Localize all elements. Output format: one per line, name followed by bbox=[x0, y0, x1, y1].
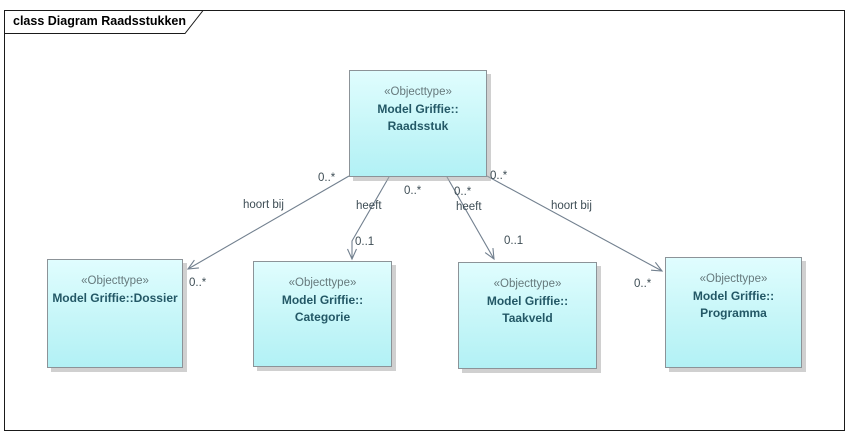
node-taakveld[interactable]: «Objecttype» Model Griffie:: Taakveld bbox=[458, 262, 597, 369]
multiplicity-label: 0..* bbox=[404, 185, 422, 197]
node-name-line1: Model Griffie:: bbox=[281, 293, 364, 307]
node-name-line2: Taakveld bbox=[502, 311, 553, 325]
edge-raadsstuk-programma[interactable] bbox=[486, 175, 664, 272]
multiplicity-label: 0..* bbox=[454, 186, 472, 198]
multiplicity-label: 0..1 bbox=[355, 236, 375, 248]
edge-label-heeft-taakveld: heeft bbox=[456, 201, 482, 213]
node-stereotype: «Objecttype» bbox=[81, 275, 149, 287]
multiplicity-label: 0..* bbox=[634, 278, 652, 290]
edge-raadsstuk-dossier[interactable] bbox=[186, 175, 350, 270]
node-name-line2: Categorie bbox=[294, 310, 351, 324]
node-stereotype: «Objecttype» bbox=[384, 86, 452, 98]
node-dossier[interactable]: «Objecttype» Model Griffie::Dossier bbox=[47, 259, 183, 368]
node-categorie[interactable]: «Objecttype» Model Griffie:: Categorie bbox=[253, 261, 392, 367]
edge-label-hoort-bij-dossier: hoort bij bbox=[243, 199, 284, 211]
node-name-line1: Model Griffie:: bbox=[486, 294, 569, 308]
multiplicity-label: 0..* bbox=[318, 172, 336, 184]
node-name-line2: Programma bbox=[700, 306, 767, 320]
edge-label-hoort-bij-programma: hoort bij bbox=[551, 200, 592, 212]
node-name-line1: Model Griffie::Dossier bbox=[52, 291, 178, 305]
edge-label-heeft-categorie: heeft bbox=[356, 200, 382, 212]
node-stereotype: «Objecttype» bbox=[493, 278, 562, 290]
multiplicity-label: 0..* bbox=[490, 170, 508, 182]
node-raadsstuk[interactable]: «Objecttype» Model Griffie:: Raadsstuk bbox=[349, 70, 487, 177]
node-stereotype: «Objecttype» bbox=[288, 277, 357, 289]
node-stereotype: «Objecttype» bbox=[699, 273, 768, 285]
node-name-line1: Model Griffie:: bbox=[377, 102, 459, 116]
node-name-line2: Raadsstuk bbox=[387, 119, 449, 133]
multiplicity-label: 0..1 bbox=[504, 235, 524, 247]
multiplicity-label: 0..* bbox=[189, 277, 207, 289]
frame-title: class Diagram Raadsstukken bbox=[13, 14, 187, 28]
node-programma[interactable]: «Objecttype» Model Griffie:: Programma bbox=[665, 257, 802, 368]
node-name-line1: Model Griffie:: bbox=[692, 289, 775, 303]
